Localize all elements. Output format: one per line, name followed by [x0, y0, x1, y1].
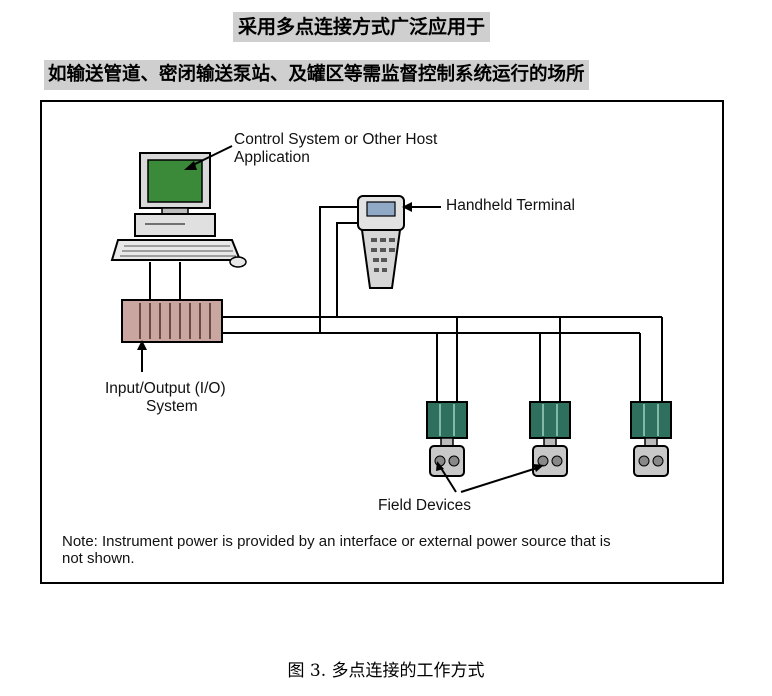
io-system-label-line2: System	[146, 398, 198, 415]
title-line-2: 如输送管道、密闭输送泵站、及罐区等需监督控制系统运行的场所	[44, 60, 589, 90]
io-rack-icon	[121, 299, 223, 343]
io-system-label-line1: Input/Output (I/O)	[105, 380, 226, 397]
field-devices-label: Field Devices	[378, 497, 471, 514]
wiring	[149, 206, 663, 402]
note-line-2: not shown.	[62, 550, 135, 567]
control-system-label-line2: Application	[234, 149, 310, 166]
io-rack-body	[121, 299, 223, 343]
field-device-icon-2	[529, 401, 571, 477]
handheld-terminal-icon	[357, 195, 405, 289]
field-device-icon-1	[426, 401, 468, 477]
computer-icon	[110, 152, 247, 268]
title-line-1: 采用多点连接方式广泛应用于	[233, 12, 491, 42]
handheld-terminal-label: Handheld Terminal	[446, 197, 575, 214]
figure-caption: 图 3. 多点连接的工作方式	[287, 661, 485, 681]
field-device-icon-3	[630, 401, 672, 477]
control-system-label-line1: Control System or Other Host	[234, 131, 438, 148]
callout-arrows	[137, 145, 544, 493]
note-line-1: Note: Instrument power is provided by an…	[62, 533, 611, 550]
diagram-frame	[40, 100, 724, 584]
